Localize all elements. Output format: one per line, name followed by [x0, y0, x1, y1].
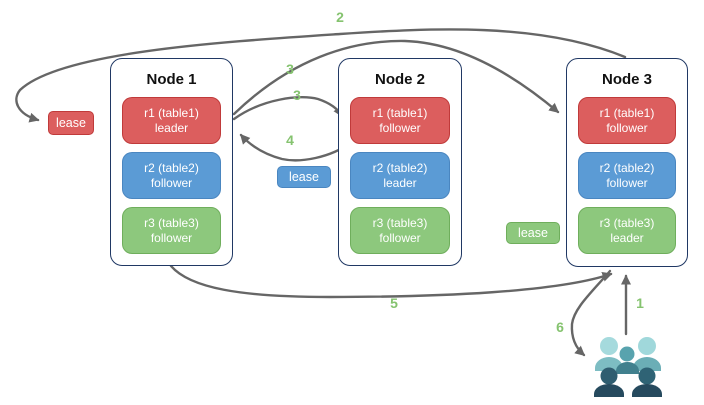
- step-label-1: 1: [636, 295, 644, 311]
- node-3-card: Node 3 r1 (table1) follower r2 (table2) …: [566, 58, 688, 267]
- node-2-card: Node 2 r1 (table1) follower r2 (table2) …: [338, 58, 462, 266]
- node-3-title: Node 3: [601, 71, 652, 88]
- arrow-2-lease-transfer: [15, 28, 627, 123]
- step-label-3-upper: 3: [286, 61, 294, 77]
- arrow-3-replicate-to-node3: [232, 39, 560, 116]
- range-label: r1 (table1): [144, 105, 199, 120]
- range-label: r1 (table1): [372, 105, 428, 120]
- node-1-range-r1: r1 (table1) leader: [122, 97, 221, 144]
- node-3-range-r2: r2 (table2) follower: [578, 152, 676, 199]
- lease-badge-r3: lease: [506, 222, 560, 244]
- node-2-ranges: r1 (table1) follower r2 (table2) leader …: [339, 97, 461, 254]
- range-role: leader: [610, 230, 644, 245]
- arrow-5-node1-to-node3: [169, 264, 613, 299]
- range-role: follower: [379, 230, 421, 245]
- node-3-range-r1: r1 (table1) follower: [578, 97, 676, 144]
- step-label-2: 2: [336, 9, 344, 25]
- node-2-range-r1: r1 (table1) follower: [350, 97, 450, 144]
- step-label-3-lower: 3: [293, 87, 301, 103]
- range-label: r1 (table1): [599, 105, 655, 120]
- node-2-title: Node 2: [374, 71, 425, 88]
- range-label: r3 (table3): [599, 215, 655, 230]
- node-1-card: Node 1 r1 (table1) leader r2 (table2) fo…: [110, 58, 233, 266]
- step-label-6: 6: [556, 319, 564, 335]
- range-role: follower: [379, 120, 421, 135]
- range-label: r3 (table3): [144, 215, 199, 230]
- arrow-3-replicate-to-node2: [232, 96, 344, 121]
- node-1-title: Node 1: [146, 71, 197, 88]
- node-2-range-r2: r2 (table2) leader: [350, 152, 450, 199]
- node-1-ranges: r1 (table1) leader r2 (table2) follower …: [111, 97, 232, 254]
- range-role: follower: [150, 175, 193, 190]
- node-2-range-r3: r3 (table3) follower: [350, 207, 450, 254]
- range-role: leader: [383, 175, 417, 190]
- range-role: follower: [606, 175, 648, 190]
- users-icon: [594, 337, 662, 397]
- range-label: r2 (table2): [144, 160, 199, 175]
- arrow-4-ack-to-leader: [239, 133, 354, 162]
- node-3-range-r3: r3 (table3) leader: [578, 207, 676, 254]
- range-label: r2 (table2): [599, 160, 655, 175]
- node-1-range-r3: r3 (table3) follower: [122, 207, 221, 254]
- step-label-4: 4: [286, 132, 294, 148]
- range-role: follower: [606, 120, 648, 135]
- arrow-6-response-to-client: [570, 269, 612, 357]
- range-label: r3 (table3): [372, 215, 428, 230]
- range-label: r2 (table2): [372, 160, 428, 175]
- step-label-5: 5: [390, 295, 398, 311]
- node-1-range-r2: r2 (table2) follower: [122, 152, 221, 199]
- node-3-ranges: r1 (table1) follower r2 (table2) followe…: [567, 97, 687, 254]
- lease-badge-r1: lease: [48, 111, 94, 135]
- range-role: follower: [150, 230, 193, 245]
- lease-badge-r2: lease: [277, 166, 331, 188]
- range-role: leader: [154, 120, 189, 135]
